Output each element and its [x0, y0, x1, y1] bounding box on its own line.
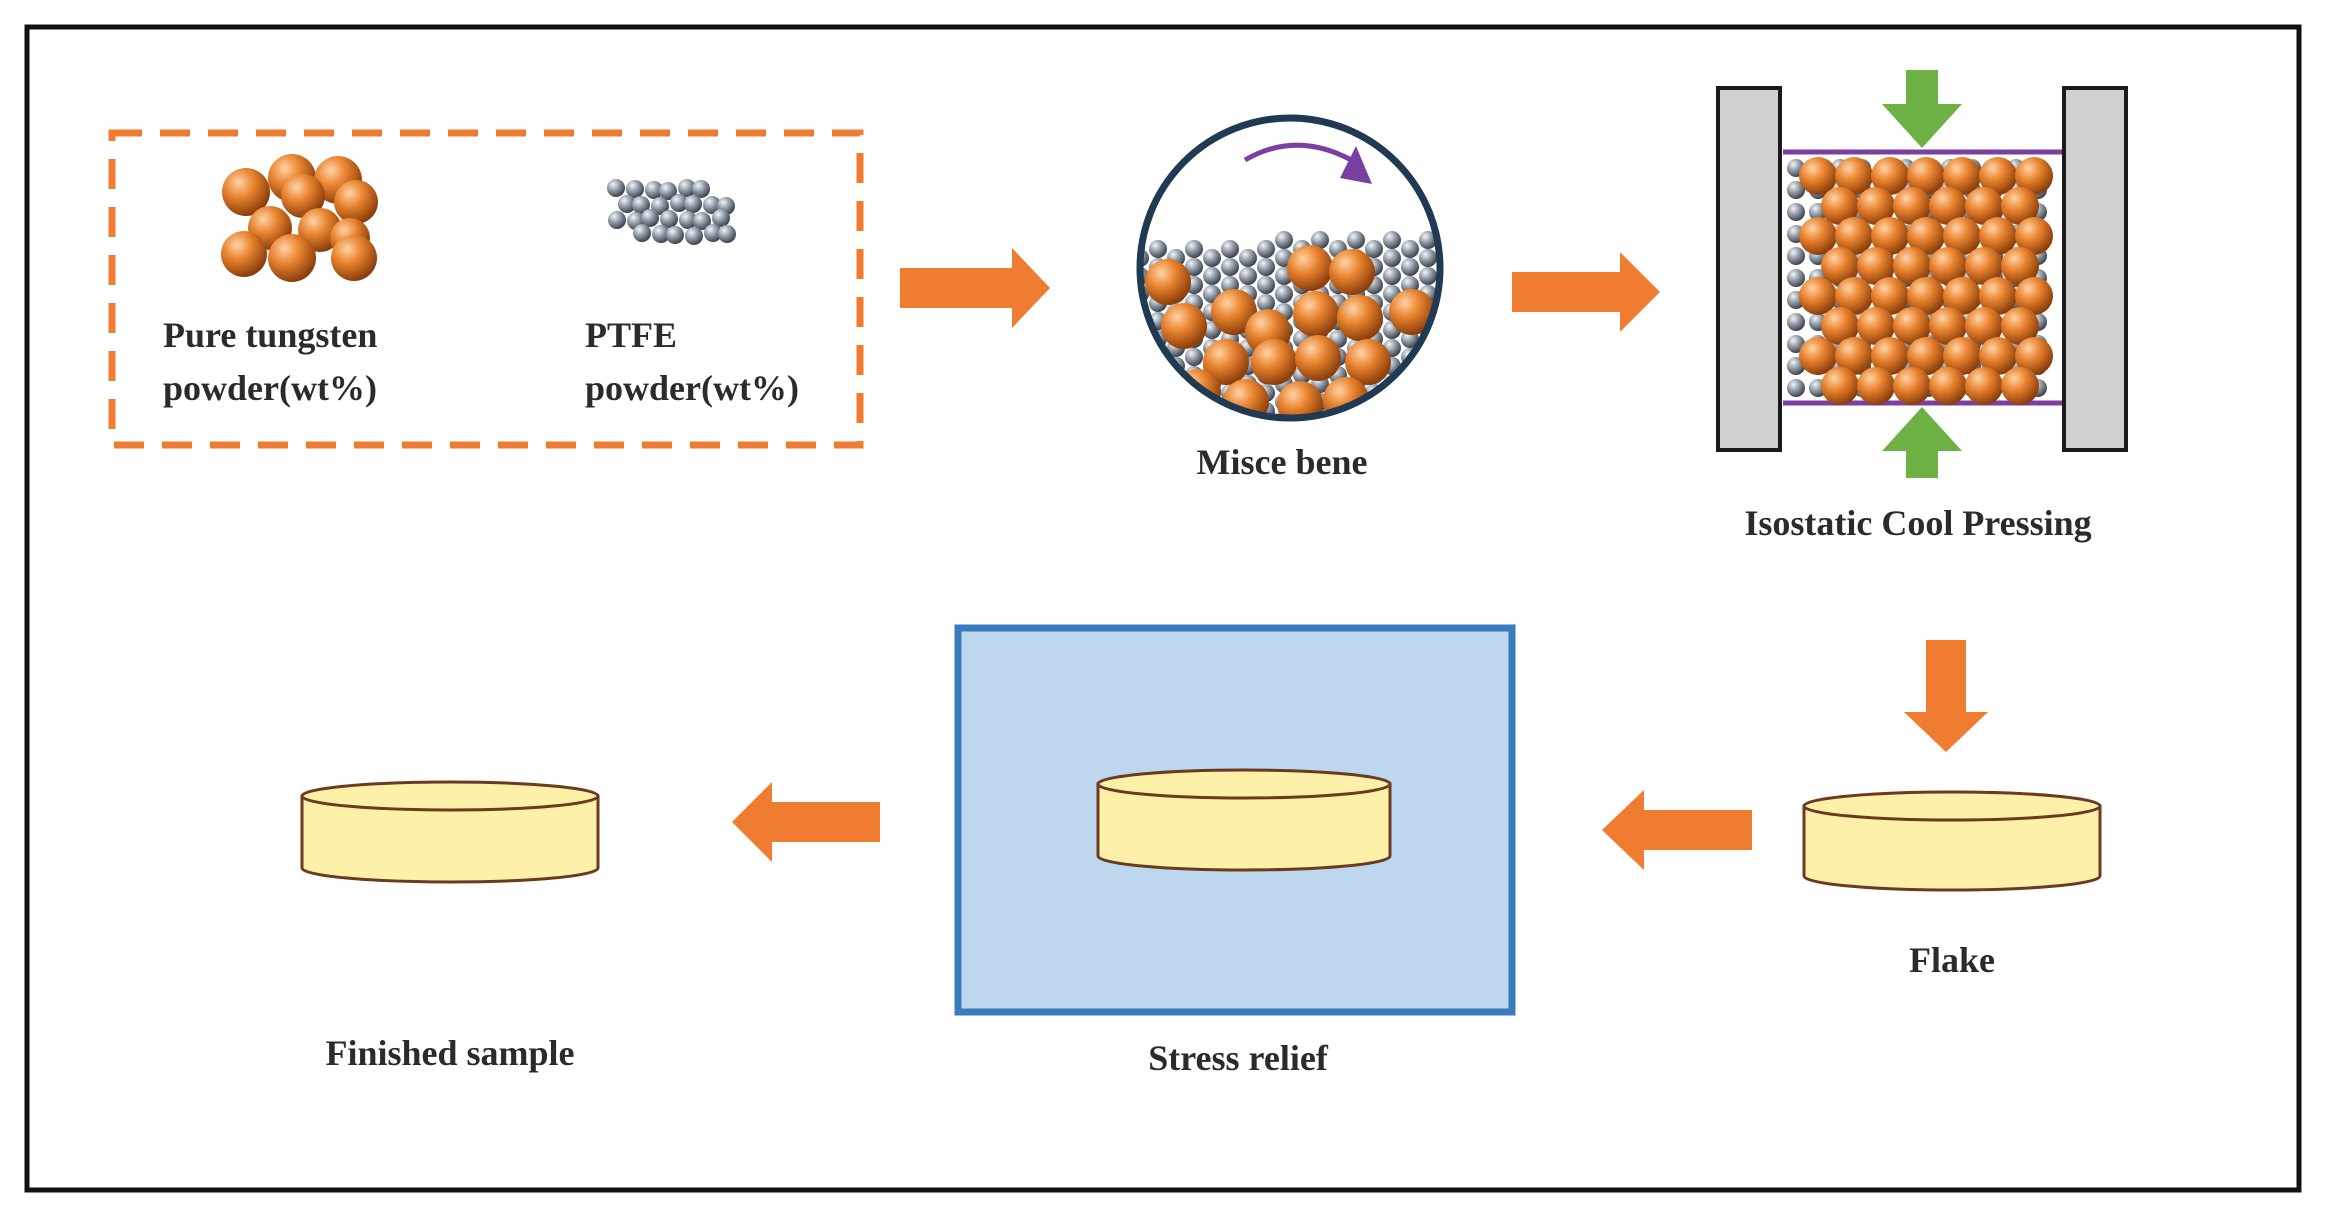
stress-relief-label: Stress relief [1148, 1038, 1329, 1078]
raw-materials-group: Pure tungsten powder(wt%) PTFE powder(wt… [108, 129, 864, 449]
rotation-arrow-icon [1243, 142, 1362, 168]
left-press-plate [1716, 86, 1782, 452]
arrow-right-1 [900, 248, 1050, 328]
tungsten-particles-icon [221, 154, 378, 282]
ptfe-particles-icon [607, 179, 736, 245]
relief-disk-icon [1096, 782, 1392, 872]
tungsten-label-line2: powder(wt%) [163, 368, 377, 408]
finished-disk-icon [300, 794, 600, 884]
mixing-label: Misce bene [1197, 442, 1368, 482]
flake-stage: Flake [1802, 790, 2102, 980]
outer-frame [24, 24, 2302, 1193]
press-arrow-down-icon [1882, 70, 1962, 148]
finished-stage: Finished sample [300, 780, 600, 1073]
mixing-stage: Misce bene [1136, 114, 1444, 482]
mixer-rim [1136, 114, 1444, 422]
right-press-plate [2062, 86, 2128, 452]
arrow-right-2 [1512, 252, 1660, 332]
mixed-powder-icon [1142, 231, 1437, 416]
pressing-label: Isostatic Cool Pressing [1744, 503, 2091, 543]
flake-disk-icon [1802, 804, 2102, 892]
arrow-down [1904, 640, 1988, 752]
press-arrow-up-icon [1882, 407, 1962, 478]
ptfe-label-line1: PTFE [585, 315, 677, 355]
pressing-stage: Isostatic Cool Pressing [1716, 70, 2128, 543]
flake-label: Flake [1909, 940, 1995, 980]
ptfe-label-line2: powder(wt%) [585, 368, 799, 408]
compacted-powder-icon [1787, 157, 2053, 405]
tungsten-label-line1: Pure tungsten [163, 315, 377, 355]
finished-label: Finished sample [325, 1033, 574, 1073]
arrow-left-1 [1602, 790, 1752, 870]
arrow-left-2 [732, 782, 880, 862]
stress-relief-stage: Stress relief [954, 624, 1516, 1078]
